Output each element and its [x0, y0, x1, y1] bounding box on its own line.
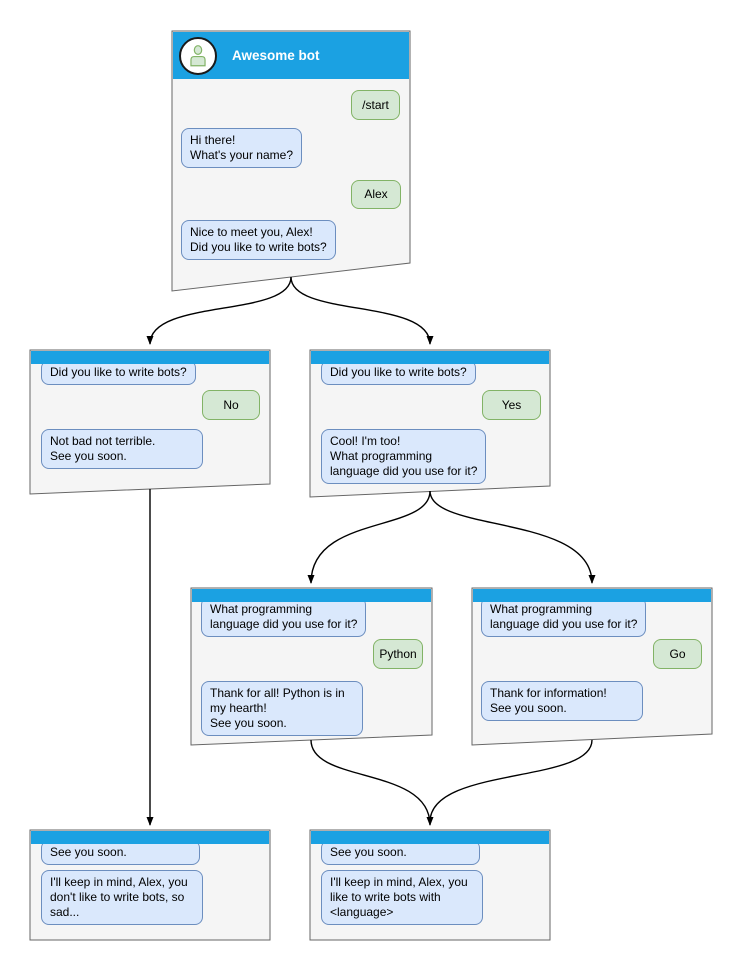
branch-python-question: What programming language did you use fo… — [201, 597, 367, 637]
branch-python-answer: Python — [373, 639, 423, 669]
end-no-header-strip — [31, 831, 269, 844]
branch-yes-header-strip — [311, 351, 549, 364]
end-yes-header-strip — [311, 831, 549, 844]
arrow-yes-to-go — [429, 490, 596, 584]
arrow-python-to-end — [310, 739, 434, 826]
arrow-yes-to-python — [307, 490, 431, 584]
arrow-main-to-no — [146, 276, 292, 345]
branch-go-answer: Go — [653, 639, 702, 669]
branch-go-question: What programming language did you use fo… — [481, 597, 647, 637]
user-message-name: Alex — [351, 180, 401, 209]
branch-yes-answer: Yes — [482, 390, 541, 420]
bot-message-question: Nice to meet you, Alex! Did you like to … — [181, 220, 336, 260]
user-icon — [190, 44, 206, 66]
arrow-go-to-end — [429, 739, 593, 823]
branch-go-header-strip — [473, 589, 711, 602]
branch-yes-question: Did you like to write bots? — [321, 360, 476, 385]
user-message-start: /start — [351, 90, 400, 120]
avatar — [179, 36, 217, 75]
end-yes-reply: I'll keep in mind, Alex, you like to wri… — [321, 870, 483, 925]
branch-python-header-strip — [192, 589, 431, 602]
branch-python-reply: Thank for all! Python is in my hearth! S… — [201, 681, 363, 736]
branch-no-header-strip — [31, 351, 269, 364]
chat-title: Awesome bot — [232, 48, 320, 63]
bot-message-greeting: Hi there! What's your name? — [181, 128, 303, 168]
main-chat-header: Awesome bot — [173, 32, 409, 79]
end-no-reply: I'll keep in mind, Alex, you don't like … — [41, 870, 203, 925]
branch-yes-reply: Cool! I'm too! What programming language… — [321, 429, 487, 484]
branch-no-answer: No — [202, 390, 260, 420]
end-no-message: See you soon. — [41, 840, 200, 865]
branch-no-reply: Not bad not terrible. See you soon. — [41, 429, 203, 469]
branch-go-reply: Thank for information! See you soon. — [481, 681, 643, 721]
arrow-main-to-yes — [290, 276, 434, 345]
